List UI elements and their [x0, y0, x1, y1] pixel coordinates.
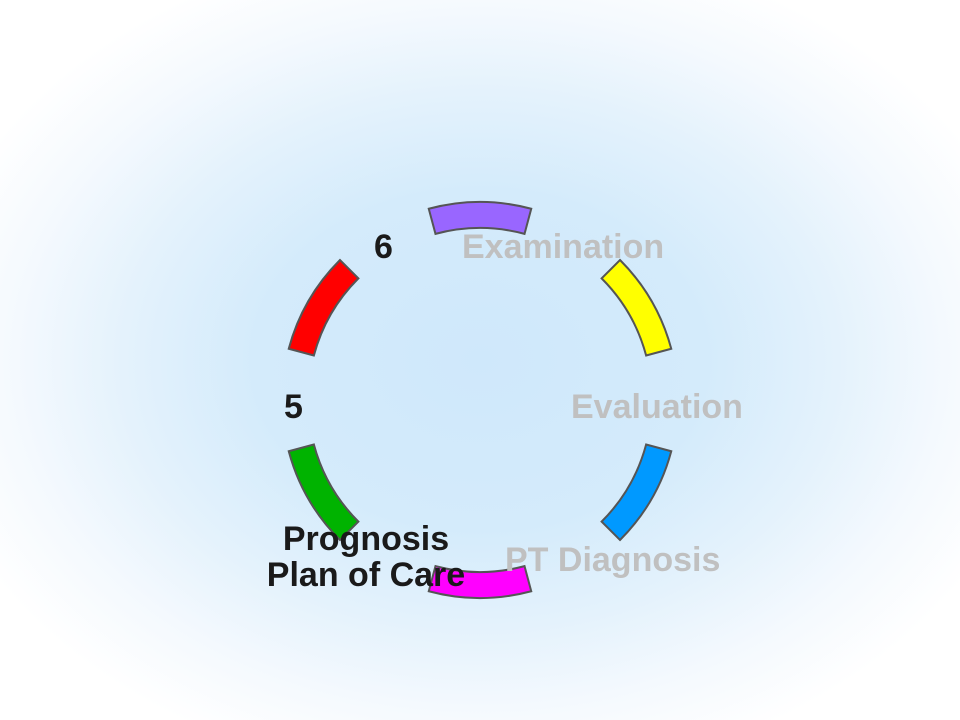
label-prognosis-line1: Prognosis: [282, 520, 450, 558]
cycle-segment-top-right: [600, 258, 673, 357]
cycle-segment-bottom: [427, 564, 533, 599]
cycle-segment-top: [427, 201, 533, 236]
cycle-segment-bottom-left: [287, 443, 360, 542]
label-examination: Examination: [462, 228, 665, 266]
label-pt-diagnosis: PT Diagnosis: [505, 541, 721, 579]
step-number-6: 6: [374, 228, 393, 266]
label-prognosis: Prognosis Plan of Care: [256, 521, 476, 593]
cycle-segment-bottom-right: [600, 443, 673, 542]
label-evaluation: Evaluation: [571, 388, 743, 426]
step-number-5: 5: [284, 388, 303, 426]
cycle-segments: [287, 201, 673, 599]
cycle-segment-top-left: [287, 258, 360, 357]
label-prognosis-line2: Plan of Care: [266, 556, 466, 594]
